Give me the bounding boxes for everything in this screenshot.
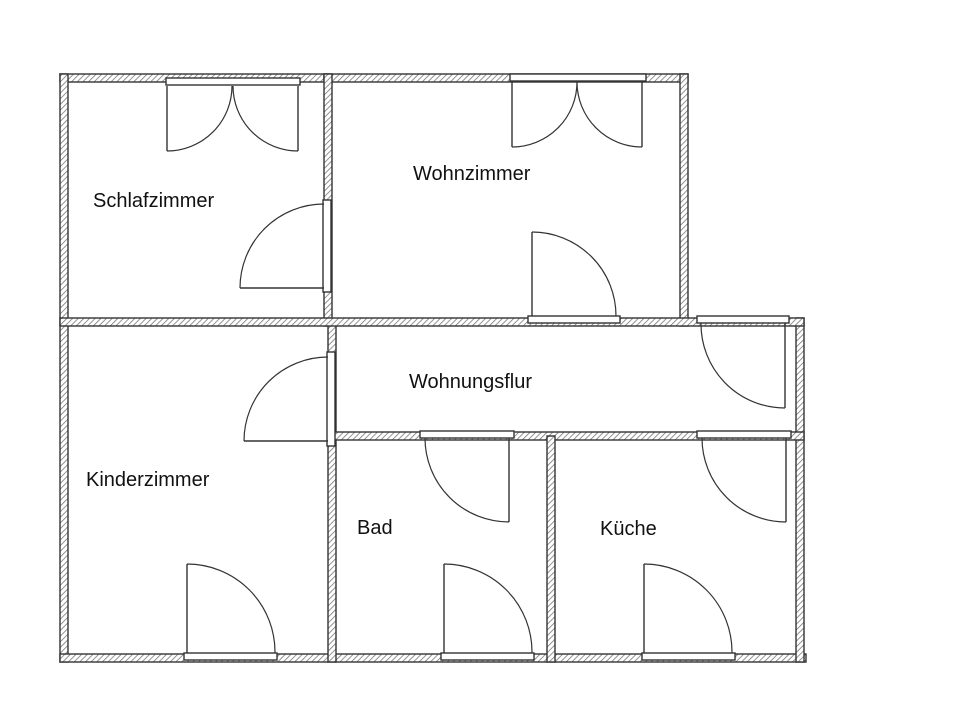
- wall-wohnzimmer-right: [680, 74, 688, 326]
- opening-kinderzimmer-door: [326, 351, 336, 447]
- opening-bad-door: [419, 430, 515, 439]
- door-swings: [166, 81, 787, 654]
- room-label-schlafzimmer: Schlafzimmer: [93, 190, 214, 212]
- opening-schlafzimmer-door: [322, 199, 332, 293]
- opening-kueche-door: [696, 430, 792, 439]
- wall-right: [796, 318, 804, 662]
- window-wohnzimmer: [509, 73, 647, 82]
- room-label-wohnzimmer: Wohnzimmer: [413, 163, 531, 185]
- wall-bad-kueche: [547, 436, 555, 662]
- room-label-kueche: Küche: [600, 518, 657, 540]
- wall-top-right: [324, 74, 688, 82]
- window-swing-schlafzimmer: [166, 85, 299, 152]
- wall-horizontal-mid: [60, 318, 804, 326]
- room-label-bad: Bad: [357, 517, 393, 539]
- room-labels: Schlafzimmer Wohnzimmer Wohnungsflur Kin…: [86, 163, 657, 540]
- window-swing-kueche: [643, 563, 733, 654]
- wall-mid-lower: [328, 322, 336, 662]
- wall-left: [60, 74, 68, 662]
- door-swing-bad: [424, 437, 510, 523]
- door-swing-kinderzimmer: [243, 356, 329, 442]
- window-swing-kinderzimmer: [186, 563, 276, 654]
- window-kueche: [641, 652, 736, 661]
- window-swing-bad: [443, 563, 533, 654]
- opening-wohnzimmer-door: [527, 315, 621, 324]
- window-bad: [440, 652, 535, 661]
- room-label-kinderzimmer: Kinderzimmer: [86, 469, 210, 491]
- window-kinderzimmer: [183, 652, 278, 661]
- door-swing-schlafzimmer: [239, 203, 325, 289]
- window-schlafzimmer: [165, 77, 301, 86]
- wall-bottom: [60, 654, 806, 662]
- wall-horizontal-flur: [332, 432, 804, 440]
- door-swing-wohnzimmer: [531, 231, 617, 317]
- door-swing-kueche: [701, 437, 787, 523]
- opening-entrance: [696, 315, 790, 324]
- openings: [165, 73, 792, 661]
- room-label-wohnungsflur: Wohnungsflur: [409, 371, 532, 393]
- door-swing-entrance: [700, 322, 786, 409]
- window-swing-wohnzimmer: [511, 81, 643, 148]
